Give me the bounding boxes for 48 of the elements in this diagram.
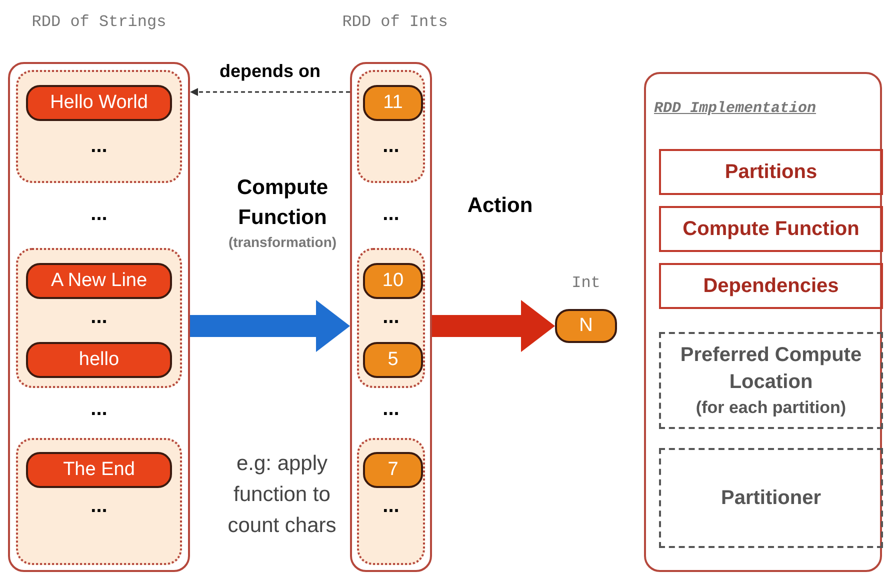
partition-box <box>16 248 182 388</box>
ellipsis-text: ... <box>382 136 400 156</box>
optional-component-box <box>659 448 883 548</box>
note-text: e.g: apply function to count chars <box>226 451 338 539</box>
block-arrow <box>432 300 555 352</box>
rdd-heading: RDD of Ints <box>342 12 448 33</box>
component-text: (for each partition) <box>696 396 846 418</box>
record-pill: 5 <box>363 342 423 378</box>
record-pill: The End <box>26 452 172 488</box>
panel-heading: RDD Implementation <box>654 100 816 117</box>
component-text: Dependencies <box>703 274 839 298</box>
result-pill: N <box>555 309 617 343</box>
ellipsis-text: ... <box>90 399 108 419</box>
partition-box <box>357 248 425 388</box>
partition-box <box>16 438 182 565</box>
action-label: Action <box>467 193 533 219</box>
record-pill: hello <box>26 342 172 378</box>
partition-box <box>357 70 425 183</box>
implementation-panel <box>644 72 882 572</box>
component-box <box>659 149 883 195</box>
ellipsis-text: ... <box>382 204 400 224</box>
ellipsis-text: ... <box>90 136 108 156</box>
ellipsis-text: ... <box>382 307 400 327</box>
record-pill: A New Line <box>26 263 172 299</box>
ellipsis-text: ... <box>90 204 108 224</box>
record-pill: 11 <box>363 85 423 121</box>
rdd-heading: RDD of Strings <box>32 12 166 33</box>
heading-text: Compute Function <box>236 175 329 231</box>
ellipsis-text: ... <box>90 496 108 516</box>
component-text: Compute Function <box>682 216 860 242</box>
record-pill: 10 <box>363 263 423 299</box>
optional-component-box <box>659 332 883 429</box>
component-text: Partitioner <box>720 486 822 510</box>
block-arrow <box>190 300 350 352</box>
ellipsis-text: ... <box>382 399 400 419</box>
record-pill: 7 <box>363 452 423 488</box>
dashed-arrow <box>190 88 350 96</box>
partition-box <box>16 70 182 183</box>
component-text: Partitions <box>724 160 818 184</box>
subheading-text: (transformation) <box>228 233 337 252</box>
record-pill: Hello World <box>26 85 172 121</box>
component-box <box>659 263 883 309</box>
partition-box <box>357 438 425 565</box>
ellipsis-text: ... <box>90 307 108 327</box>
ellipsis-text: ... <box>382 496 400 516</box>
type-label: Int <box>572 273 600 294</box>
component-text: Preferred Compute Location <box>679 342 863 394</box>
component-box <box>659 206 883 252</box>
